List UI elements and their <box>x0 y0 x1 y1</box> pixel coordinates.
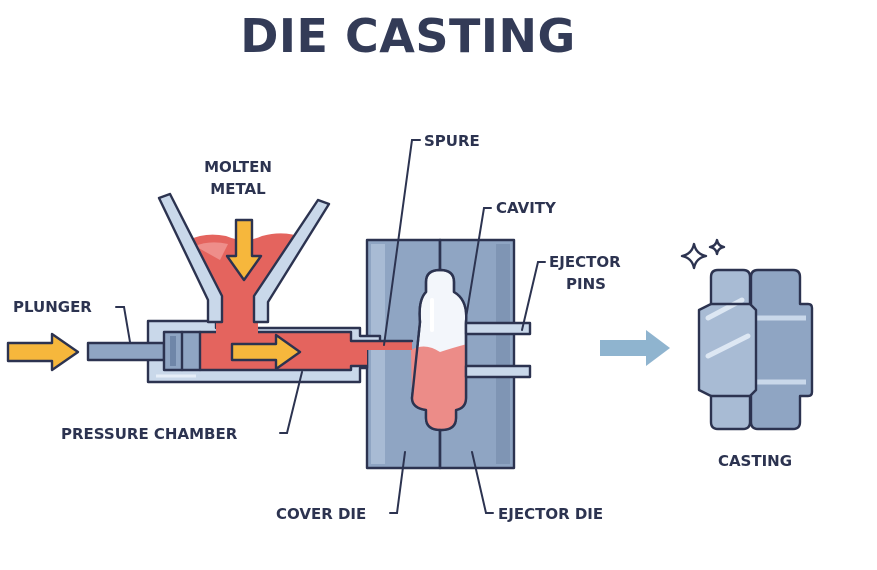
label-plunger: PLUNGER <box>13 298 92 316</box>
process-arrow <box>600 330 670 366</box>
leader-ejector-pins <box>521 261 546 331</box>
casting-part <box>697 268 814 431</box>
ejector-pins <box>464 321 532 379</box>
diagram-title: DIE CASTING <box>240 9 575 63</box>
sparkle-icon <box>680 242 708 270</box>
plunger <box>86 330 202 372</box>
leader-cavity <box>465 207 492 319</box>
plunger-push-arrow <box>6 332 80 372</box>
label-ejector-pins-2: PINS <box>566 275 606 293</box>
label-cavity: CAVITY <box>496 199 557 217</box>
label-casting: CASTING <box>718 452 792 470</box>
label-ejector-die: EJECTOR DIE <box>498 505 603 523</box>
label-ejector-pins-1: EJECTOR <box>549 253 621 271</box>
label-spure: SPURE <box>424 132 480 150</box>
label-cover-die: COVER DIE <box>276 505 366 523</box>
leader-cover-die <box>389 451 406 514</box>
leader-ejector-die <box>471 451 494 514</box>
leader-plunger <box>115 306 131 343</box>
leader-pressure-chamber <box>279 371 303 434</box>
pour-arrow <box>225 218 263 282</box>
molten-metal-funnel <box>157 192 331 336</box>
label-molten-metal-2: METAL <box>210 180 266 198</box>
label-molten-metal-1: MOLTEN <box>204 158 272 176</box>
sparkle-icon-small <box>708 238 726 256</box>
metal-flow-arrow <box>230 333 302 371</box>
label-pressure-chamber: PRESSURE CHAMBER <box>61 425 238 443</box>
cavity-molten-metal <box>411 344 467 430</box>
leader-spure <box>383 139 421 346</box>
